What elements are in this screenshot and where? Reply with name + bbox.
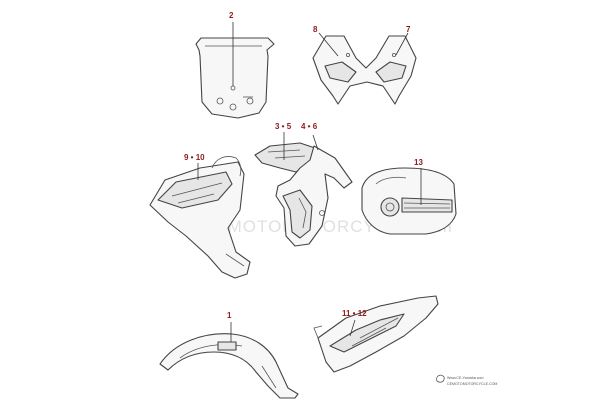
windscreen-callout: 2	[229, 11, 234, 20]
side-fairing-part	[149, 156, 251, 279]
upper-inner-panel-callout: 3 • 5	[275, 122, 292, 131]
headlight-cover-right-leader-line	[395, 32, 409, 56]
footer-line-1: Www.CE-Yamaha.com	[447, 376, 483, 380]
windscreen-part	[195, 37, 275, 119]
side-cover-callout: 4 • 6	[301, 122, 318, 131]
footer-logo: Www.CE-Yamaha.com CEMOTOMOTORCYCLE.COM	[436, 374, 497, 386]
headlight-cover-right-callout: 7	[406, 25, 411, 34]
footer-line-2: CEMOTOMOTORCYCLE.COM	[447, 382, 497, 386]
headlight-cover-left-callout: 8	[313, 25, 318, 34]
side-cover-leader-line	[312, 134, 319, 151]
fuel-tank-callout: 13	[414, 158, 423, 167]
front-fender-callout: 1	[227, 311, 232, 320]
belly-pan-part	[313, 295, 439, 373]
headlight-cover-left-leader-line	[318, 32, 339, 57]
logo-mark-icon	[436, 374, 445, 383]
side-fairing-callout: 9 • 10	[184, 153, 205, 162]
headlight-cover-part	[312, 35, 417, 105]
fuel-tank-part	[361, 167, 457, 235]
front-fender-part	[159, 333, 299, 399]
belly-pan-leader-line	[349, 319, 356, 337]
upper-cowl-part	[254, 142, 353, 247]
belly-pan-callout: 11 • 12	[342, 309, 367, 318]
